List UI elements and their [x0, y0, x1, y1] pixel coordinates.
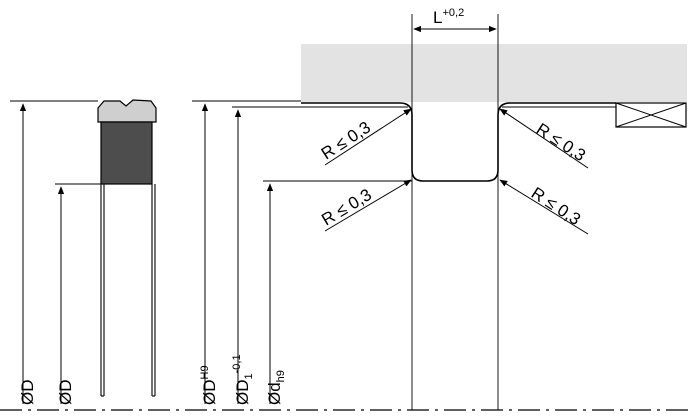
radius-callout-top-right: R ≤ 0,3	[499, 108, 589, 169]
seal-cross-section	[97, 99, 157, 397]
svg-text:R ≤ 0,3: R ≤ 0,3	[533, 119, 589, 165]
housing-shaded-area	[301, 44, 687, 102]
svg-text:R ≤ 0,3: R ≤ 0,3	[528, 183, 584, 229]
guide-ring-symbol	[615, 102, 687, 128]
svg-text:R ≤ 0,3: R ≤ 0,3	[318, 185, 375, 229]
radius-callout-bottom-left: R ≤ 0,3	[318, 179, 412, 232]
radius-callout-top-left: R ≤ 0,3	[318, 108, 412, 166]
svg-text:R ≤ 0,3: R ≤ 0,3	[318, 118, 374, 164]
radius-callout-bottom-right: R ≤ 0,3	[499, 179, 589, 235]
rod-diameter-label: Ødh9	[265, 370, 287, 405]
bore-diameter-label: ØDH9	[199, 365, 219, 405]
seal-outer-diameter-label: ØD	[18, 380, 37, 406]
seal-inner-diameter-label: ØD	[56, 380, 75, 406]
groove-diameter-label: ØD1-0,1	[231, 354, 255, 405]
groove-length-label: L+0,2	[433, 7, 464, 27]
